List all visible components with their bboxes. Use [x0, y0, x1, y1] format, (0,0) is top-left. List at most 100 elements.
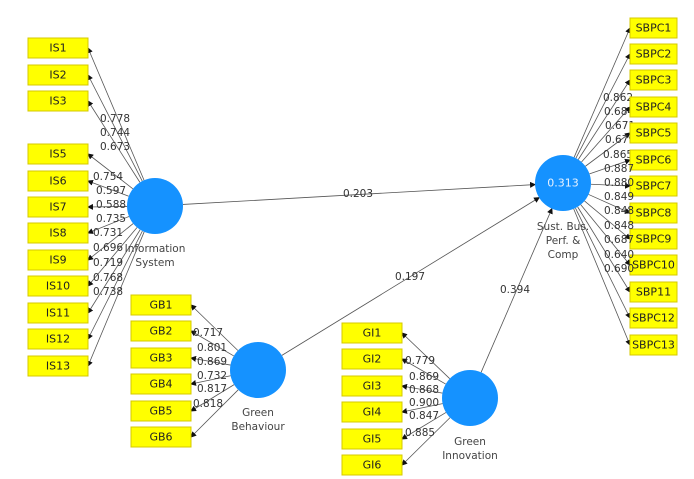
indicator-box[interactable]: GB1: [130, 294, 192, 316]
indicator-box[interactable]: SBPC10: [629, 254, 678, 276]
indicator-label: SBPC5: [636, 127, 672, 140]
indicator-label: SBPC9: [636, 233, 672, 246]
indicator-box[interactable]: SBPC5: [629, 122, 678, 144]
indicator-box[interactable]: GI5: [341, 428, 403, 450]
loading-arrow: [575, 207, 631, 319]
indicator-label: IS8: [49, 227, 66, 240]
loading-arrow: [401, 412, 447, 440]
indicator-label: GI1: [363, 327, 382, 340]
loading-arrow: [87, 231, 145, 367]
indicator-label: GB5: [149, 405, 172, 418]
indicator-box[interactable]: GI4: [341, 401, 403, 423]
indicator-box[interactable]: IS9: [27, 249, 89, 271]
indicator-box[interactable]: SBPC13: [629, 334, 678, 356]
indicator-box[interactable]: SBPC1: [629, 17, 678, 39]
indicator-box[interactable]: IS1: [27, 37, 89, 59]
indicator-label: GB3: [149, 352, 172, 365]
construct-label: Comp: [548, 249, 579, 261]
indicator-box[interactable]: SBPC2: [629, 43, 678, 65]
construct-label: Perf. &: [546, 235, 581, 247]
indicator-box[interactable]: IS2: [27, 64, 89, 86]
indicator-box[interactable]: GI2: [341, 348, 403, 370]
indicator-label: SBP11: [636, 286, 671, 299]
construct-sbpc[interactable]: [535, 155, 591, 211]
loading-arrow: [588, 194, 631, 214]
construct-label: Green: [454, 436, 486, 448]
loading-arrow: [190, 389, 239, 438]
path-coefficient: 0.197: [395, 271, 425, 283]
outer-loading-value: 0.719: [93, 257, 123, 269]
indicator-label: IS9: [49, 254, 66, 267]
outer-loading-value: 0.768: [93, 272, 123, 284]
loading-arrow: [190, 384, 235, 412]
construct-is[interactable]: [127, 178, 183, 234]
indicator-box[interactable]: IS11: [27, 302, 89, 324]
indicator-label: IS10: [46, 280, 70, 293]
indicator-box[interactable]: SBPC7: [629, 175, 678, 197]
indicator-box[interactable]: IS12: [27, 328, 89, 350]
outer-loading-value: 0.862: [603, 92, 633, 104]
indicator-label: GI4: [363, 406, 382, 419]
construct-label: System: [135, 257, 174, 269]
outer-loading-value: 0.597: [96, 185, 126, 197]
indicator-label: GB4: [149, 378, 172, 391]
loading-arrow: [573, 208, 631, 346]
indicator-label: SBPC6: [636, 154, 672, 167]
loading-arrow: [190, 304, 239, 351]
indicator-box[interactable]: GI3: [341, 375, 403, 397]
indicator-box[interactable]: SBPC3: [629, 69, 678, 91]
construct-gb[interactable]: [230, 342, 286, 398]
indicator-box[interactable]: IS3: [27, 90, 89, 112]
outer-loading-value: 0.588: [96, 199, 126, 211]
indicator-box[interactable]: IS8: [27, 222, 89, 244]
path-coefficient: 0.394: [500, 284, 530, 296]
indicator-box[interactable]: IS7: [27, 196, 89, 218]
outer-loading-value: 0.732: [197, 370, 227, 382]
indicator-label: GI6: [363, 459, 382, 472]
indicator-box[interactable]: SBPC6: [629, 149, 678, 171]
outer-loading-value: 0.754: [93, 171, 123, 183]
outer-loading-value: 0.865: [603, 149, 633, 161]
loading-arrow: [577, 79, 631, 160]
indicator-box[interactable]: GI1: [341, 322, 403, 344]
outer-loading-value: 0.849: [604, 191, 634, 203]
loading-arrow: [589, 158, 631, 175]
indicator-box[interactable]: IS13: [27, 355, 89, 377]
indicator-box[interactable]: GB3: [130, 347, 192, 369]
indicator-box[interactable]: IS6: [27, 170, 89, 192]
indicator-label: SBPC1: [636, 22, 672, 35]
indicator-box[interactable]: IS10: [27, 275, 89, 297]
loading-arrow: [87, 153, 134, 190]
structural-path-arrow: [480, 207, 553, 373]
indicator-box[interactable]: GB5: [130, 400, 192, 422]
loading-arrow: [190, 375, 231, 386]
outer-loading-value: 0.848: [604, 205, 634, 217]
outer-loading-value: 0.779: [405, 355, 435, 367]
indicator-label: SBPC10: [632, 259, 675, 272]
indicator-box[interactable]: SBP11: [629, 281, 678, 303]
indicator-box[interactable]: IS5: [27, 143, 89, 165]
construct-label: Innovation: [442, 450, 498, 462]
indicator-box[interactable]: GB4: [130, 373, 192, 395]
indicator-box[interactable]: SBPC9: [629, 228, 678, 250]
indicator-box[interactable]: GB2: [130, 320, 192, 342]
indicator-box[interactable]: SBPC12: [629, 307, 678, 329]
indicator-box[interactable]: SBPC4: [629, 96, 678, 118]
indicator-label: IS1: [49, 42, 66, 55]
outer-loading-value: 0.717: [193, 327, 223, 339]
indicator-label: SBPC7: [636, 180, 672, 193]
loading-arrow: [401, 417, 451, 466]
indicator-label: GI3: [363, 380, 382, 393]
indicator-label: SBPC4: [636, 101, 672, 114]
indicator-box[interactable]: GI6: [341, 454, 403, 476]
indicator-box[interactable]: GB6: [130, 426, 192, 448]
indicator-label: IS11: [46, 307, 70, 320]
outer-loading-value: 0.735: [96, 213, 126, 225]
indicator-box[interactable]: SBPC8: [629, 202, 678, 224]
outer-loading-value: 0.738: [93, 286, 123, 298]
indicator-label: IS6: [49, 175, 66, 188]
path-coefficient: 0.203: [343, 188, 373, 200]
outer-loading-value: 0.640: [604, 249, 634, 261]
construct-gi[interactable]: [442, 370, 498, 426]
outer-loading-value: 0.801: [197, 342, 227, 354]
